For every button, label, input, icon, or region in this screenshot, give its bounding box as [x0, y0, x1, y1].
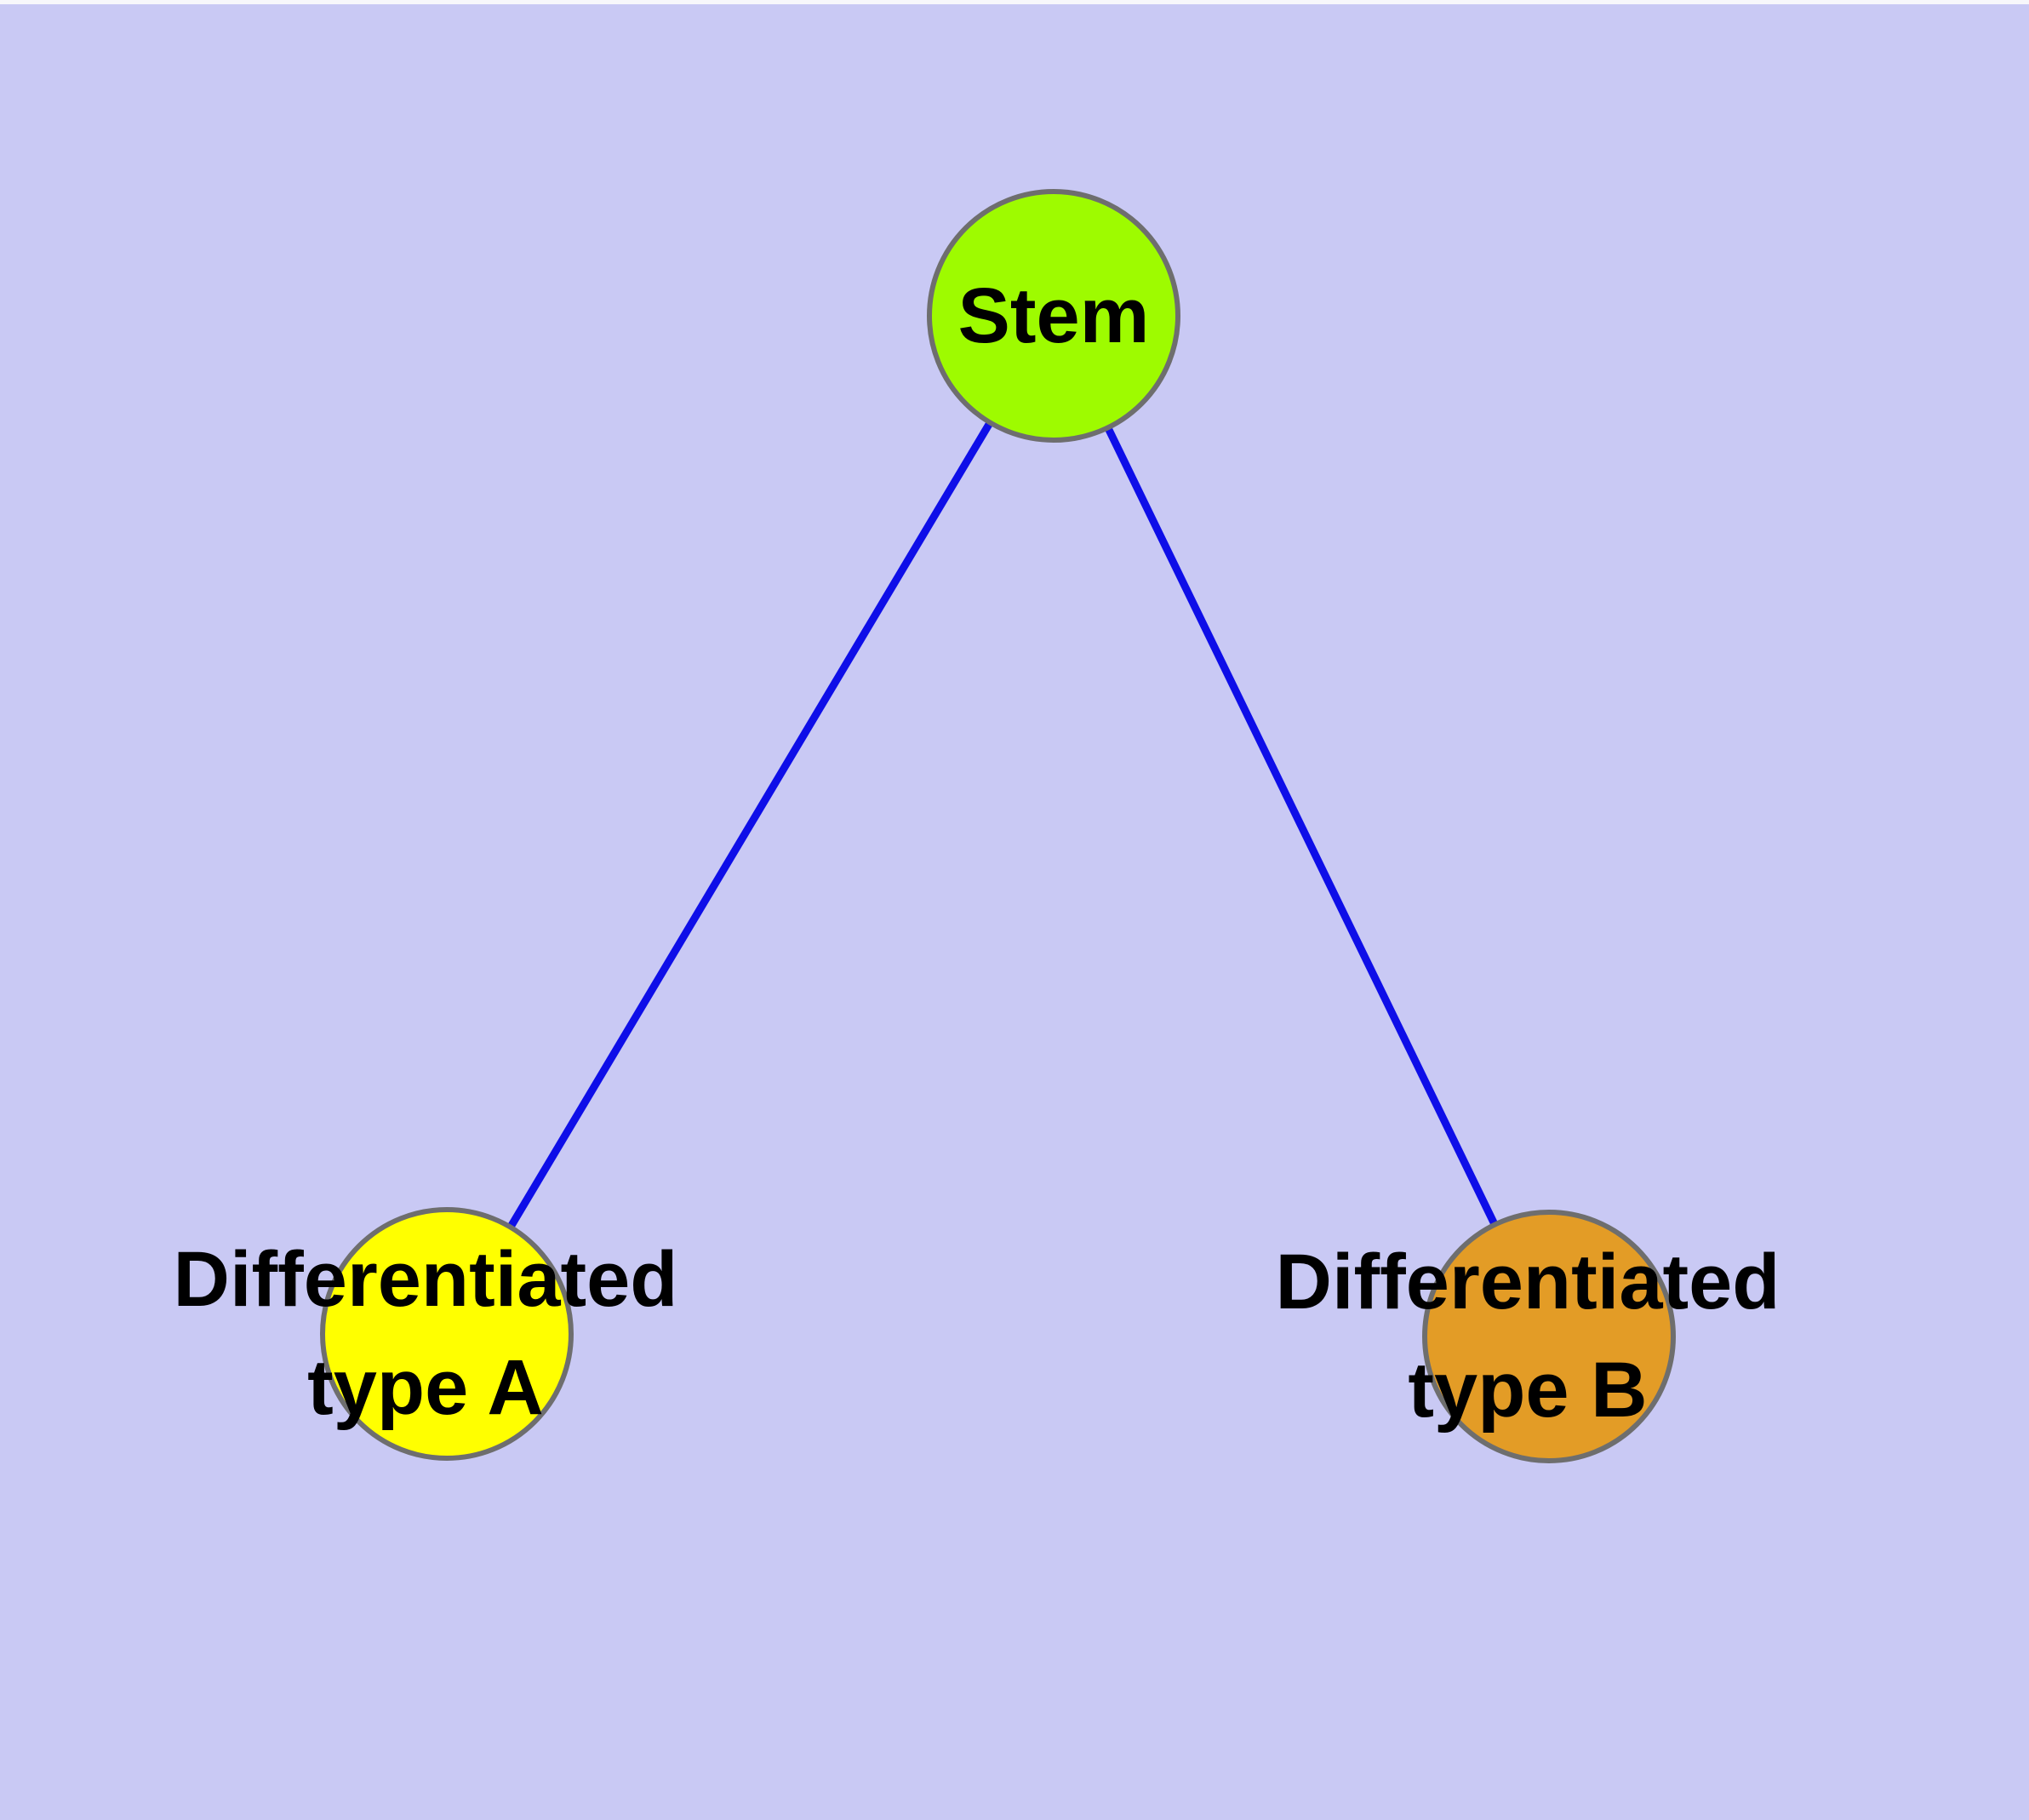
canvas-top-edge	[0, 0, 2029, 4]
edge-stem-to-type-a[interactable]	[443, 313, 1057, 1336]
edge-stem-to-type-b[interactable]	[1049, 314, 1553, 1338]
node-differentiated-type-a[interactable]: Differentiated type A	[174, 1207, 677, 1461]
node-stem-label: Stem	[957, 272, 1150, 359]
node-differentiated-type-b[interactable]: Differentiated type B	[1276, 1210, 1780, 1463]
node-stem[interactable]: Stem	[927, 189, 1180, 443]
